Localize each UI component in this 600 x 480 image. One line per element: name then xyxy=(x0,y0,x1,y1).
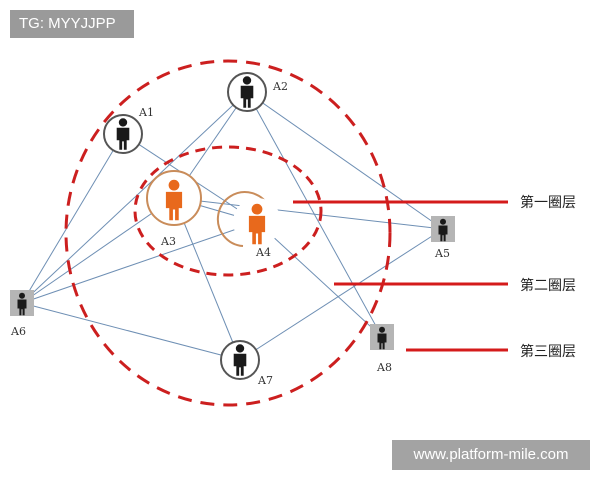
node-label: A8 xyxy=(376,361,392,374)
node-label: A6 xyxy=(10,325,26,338)
edge-a6-a4 xyxy=(21,221,258,304)
connection-lines xyxy=(21,91,444,361)
top-watermark: TG: MYYJJPP xyxy=(10,10,134,38)
node-a7[interactable]: A7 xyxy=(220,340,273,387)
edge-a3-a7 xyxy=(173,197,241,361)
node-label: A7 xyxy=(257,374,273,387)
edge-a3-a5 xyxy=(173,197,444,230)
edge-a6-a2 xyxy=(21,91,248,304)
node-a1[interactable]: A1 xyxy=(103,106,154,154)
node-label: A3 xyxy=(160,235,176,248)
edge-a7-a5 xyxy=(239,228,444,361)
node-a2[interactable]: A2 xyxy=(227,72,288,112)
edge-a6-a1 xyxy=(21,133,124,304)
edge-a6-a3 xyxy=(21,197,175,304)
edge-a6-a7 xyxy=(21,302,241,361)
node-label: A2 xyxy=(272,80,288,93)
node-a8[interactable]: A8 xyxy=(370,324,394,374)
edge-a4-a8 xyxy=(256,221,383,338)
node-a5[interactable]: A5 xyxy=(431,216,455,260)
node-a3[interactable]: A3 xyxy=(146,170,202,248)
node-label: A5 xyxy=(434,247,450,260)
node-label: A4 xyxy=(255,246,271,259)
node-a4[interactable]: A4 xyxy=(233,198,281,259)
first-layer-label: 第一圈层 xyxy=(520,194,576,211)
bottom-watermark: www.platform-mile.com xyxy=(392,440,590,470)
edge-a2-a5 xyxy=(246,91,444,230)
third-layer-label: 第三圈层 xyxy=(520,343,576,360)
second-layer-ring xyxy=(133,145,323,277)
second-layer-label: 第二圈层 xyxy=(520,277,576,294)
third-layer-ring xyxy=(64,59,392,407)
node-label: A1 xyxy=(138,106,154,119)
node-a6[interactable]: A6 xyxy=(10,290,34,338)
